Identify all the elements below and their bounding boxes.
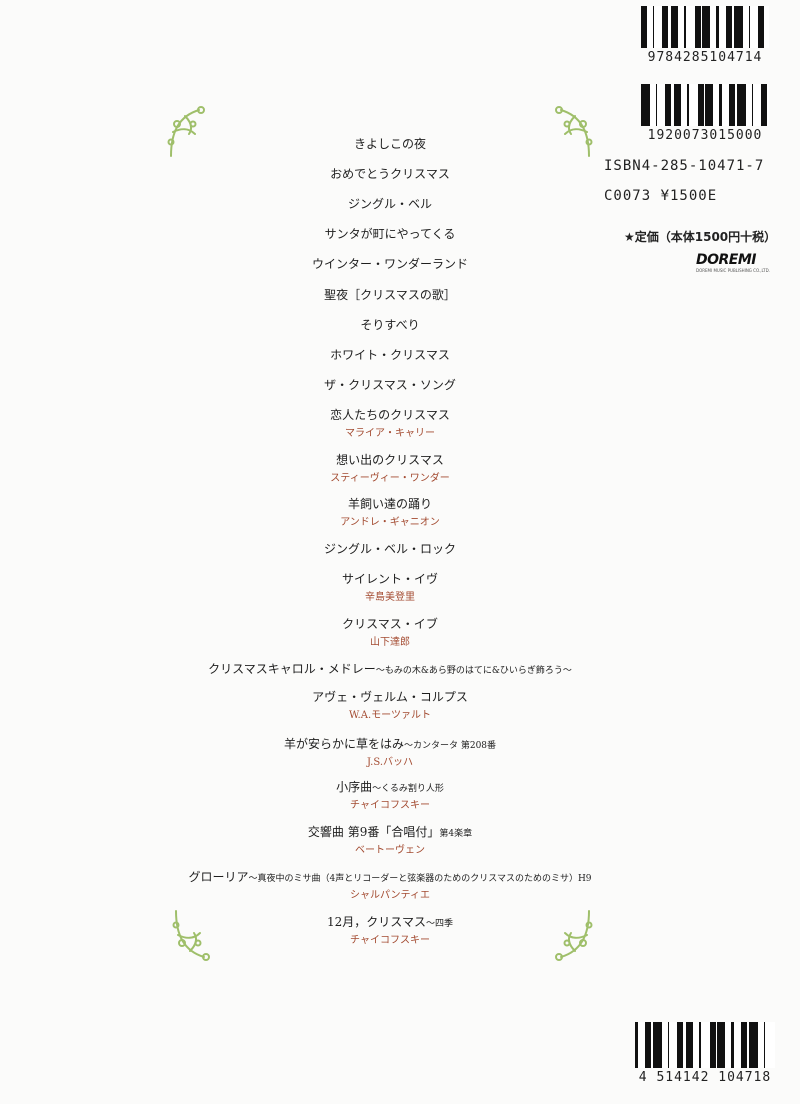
ornament-top-left-icon xyxy=(165,102,225,162)
track-title: クリスマス・イブ xyxy=(342,617,438,631)
track-artist: W.A.モーツァルト xyxy=(349,710,431,721)
classification-code: C0073 ¥1500E xyxy=(604,188,718,204)
track-item: 羊が安らかに草をはみ〜カンタータ 第208番 J.S.バッハ xyxy=(120,735,660,768)
track-item: 12月，クリスマス〜四季 チャイコフスキー xyxy=(120,913,660,946)
track-item: おめでとうクリスマス xyxy=(120,165,660,182)
track-item: ジングル・ベル・ロック xyxy=(120,540,660,557)
track-item: ウインター・ワンダーランド xyxy=(120,255,660,272)
barcode-number: 4 514142 104718 xyxy=(638,1070,772,1085)
barcode-number: 1920073015000 xyxy=(647,128,763,143)
track-artist: ベートーヴェン xyxy=(355,845,425,856)
track-note: 〜カンタータ 第208番 xyxy=(403,741,497,751)
track-artist: J.S.バッハ xyxy=(366,757,414,768)
track-note: 〜真夜中のミサ曲（4声とリコーダーと弦楽器のためのクリスマスのためのミサ）H9 xyxy=(248,874,592,884)
track-artist: 山下達郎 xyxy=(370,637,410,648)
track-artist: シャルパンティエ xyxy=(350,890,430,901)
isbn-barcode: 9784285104714 xyxy=(640,6,770,65)
track-item: サンタが町にやってくる xyxy=(120,225,660,242)
track-item: きよしこの夜 xyxy=(120,135,660,152)
isbn-info: ISBN4-285-10471-7 C0073 ¥1500E xyxy=(604,158,794,218)
track-note: 〜くるみ割り人形 xyxy=(372,784,444,794)
track-artist: チャイコフスキー xyxy=(350,800,430,811)
jan-barcode: 4 514142 104718 xyxy=(630,1022,780,1085)
track-title: そりすべり xyxy=(360,318,420,332)
track-title: クリスマスキャロル・メドレー xyxy=(208,662,376,676)
barcode-number: 9784285104714 xyxy=(647,50,763,65)
track-item: 恋人たちのクリスマス マライア・キャリー xyxy=(120,406,660,439)
track-title: グローリア xyxy=(188,870,249,884)
track-item: 想い出のクリスマス スティーヴィー・ワンダー xyxy=(120,451,660,484)
track-item: 羊飼い達の踊り アンドレ・ギャニオン xyxy=(120,495,660,528)
track-artist: チャイコフスキー xyxy=(350,935,430,946)
ornament-bottom-right-icon xyxy=(535,905,595,965)
isbn-number: ISBN4-285-10471-7 xyxy=(604,158,765,174)
track-item: サイレント・イヴ 辛島美登里 xyxy=(120,570,660,603)
track-artist: スティーヴィー・ワンダー xyxy=(330,473,450,484)
ornament-top-right-icon xyxy=(535,102,595,162)
ornament-bottom-left-icon xyxy=(170,905,230,965)
track-title: ジングル・ベル・ロック xyxy=(323,542,456,556)
track-title: 羊飼い達の踊り xyxy=(347,497,432,511)
track-note: 第4楽章 xyxy=(439,829,473,839)
track-title: ジングル・ベル xyxy=(347,197,432,211)
track-note: 〜もみの木&あら野のはてに&ひいらぎ飾ろう〜 xyxy=(375,666,572,676)
publisher-logo-subtext: DOREMI MUSIC PUBLISHING CO.,LTD. xyxy=(696,268,770,273)
track-item: そりすべり xyxy=(120,316,660,333)
track-title: ザ・クリスマス・ソング xyxy=(324,378,456,392)
publisher-logo: DOREMI xyxy=(696,252,757,268)
track-title: サンタが町にやってくる xyxy=(324,227,456,241)
track-item: アヴェ・ヴェルム・コルプス W.A.モーツァルト xyxy=(120,688,660,721)
track-item: グローリア〜真夜中のミサ曲（4声とリコーダーと弦楽器のためのクリスマスのためのミ… xyxy=(100,868,680,901)
track-item: ホワイト・クリスマス xyxy=(120,346,660,363)
track-title: きよしこの夜 xyxy=(353,137,426,151)
track-item: 聖夜［クリスマスの歌］ xyxy=(120,286,660,303)
barcode-bars xyxy=(635,1022,775,1068)
track-title: 小序曲 xyxy=(336,780,373,794)
track-title: 聖夜［クリスマスの歌］ xyxy=(324,288,456,302)
track-title: 恋人たちのクリスマス xyxy=(330,408,450,422)
barcode-bars xyxy=(641,6,769,48)
price-barcode: 1920073015000 xyxy=(640,84,770,143)
track-title: 交響曲 第9番「合唱付」 xyxy=(307,825,440,839)
barcode-bars xyxy=(641,84,769,126)
track-title: 羊が安らかに草をはみ xyxy=(283,737,404,751)
track-item: クリスマスキャロル・メドレー〜もみの木&あら野のはてに&ひいらぎ飾ろう〜 xyxy=(120,660,660,677)
track-title: サイレント・イヴ xyxy=(341,572,438,586)
track-item: 小序曲〜くるみ割り人形 チャイコフスキー xyxy=(120,778,660,811)
track-artist: マライア・キャリー xyxy=(345,428,435,439)
price-label: ★定価（本体1500円十税） xyxy=(624,230,777,244)
track-title: ウインター・ワンダーランド xyxy=(311,257,468,271)
track-item: 交響曲 第9番「合唱付」第4楽章 ベートーヴェン xyxy=(120,823,660,856)
track-title: ホワイト・クリスマス xyxy=(330,348,450,362)
track-item: クリスマス・イブ 山下達郎 xyxy=(120,615,660,648)
track-title: おめでとうクリスマス xyxy=(330,167,450,181)
track-title: アヴェ・ヴェルム・コルプス xyxy=(312,690,468,704)
track-title: 12月，クリスマス xyxy=(327,915,426,929)
track-note: 〜四季 xyxy=(425,919,453,929)
track-artist: アンドレ・ギャニオン xyxy=(340,517,440,528)
track-title: 想い出のクリスマス xyxy=(336,453,444,467)
track-item: ジングル・ベル xyxy=(120,195,660,212)
track-item: ザ・クリスマス・ソング xyxy=(120,376,660,393)
track-artist: 辛島美登里 xyxy=(365,592,415,603)
